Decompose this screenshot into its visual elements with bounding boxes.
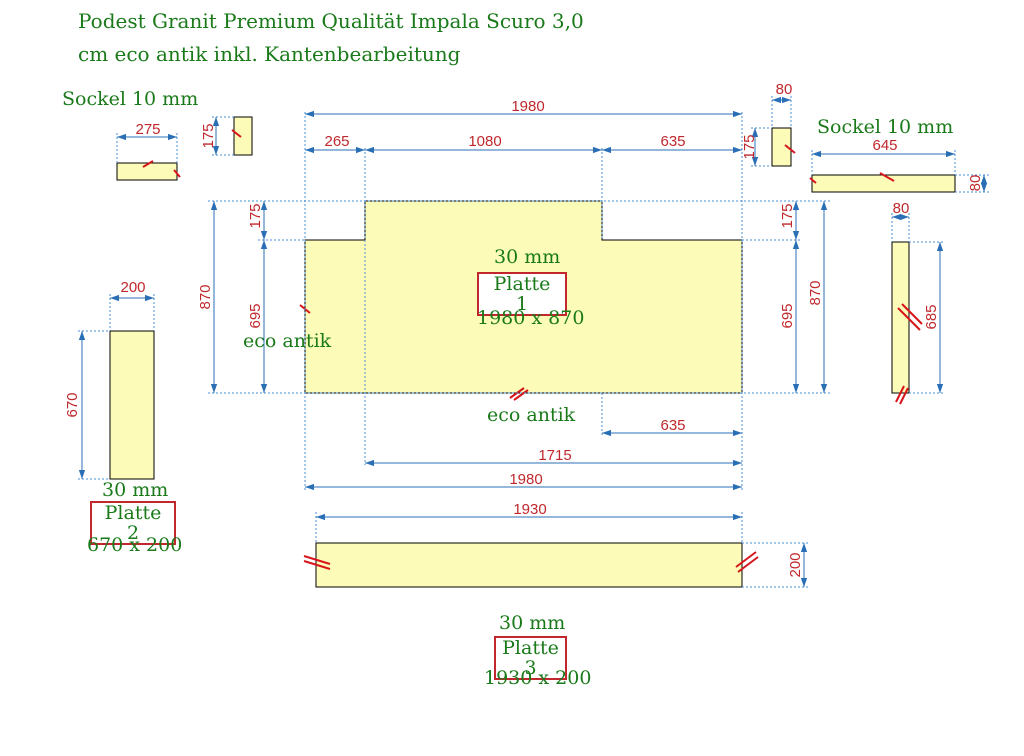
platte3-thickness: 30 mm [499,612,566,634]
sockel-left-width-dim: 275 [135,121,160,138]
sockel-right-label: Sockel 10 mm [817,116,954,138]
platte1-size: 1980 x 870 [477,307,585,329]
sockel-left-label: Sockel 10 mm [62,88,199,110]
dim-bottom-mid: 1715 [538,447,571,464]
sockel-right-piece-width-dim: 80 [776,81,793,98]
sockel-right-post-height-dim: 685 [923,304,940,329]
dim-left-inner: 695 [247,303,264,328]
dim-right-notch: 175 [779,203,796,228]
platte2-height-dim: 670 [64,392,81,417]
sockel-left-height-dim: 175 [200,123,217,148]
platte2-width-dim: 200 [120,279,145,296]
sockel-right-height-dim: 80 [967,175,984,192]
platte1-edge-left-label: eco antik [243,330,332,352]
platte1-dimension-lines [210,110,828,491]
dim-top-mid: 1080 [468,133,501,150]
sockel-right-piece-height-dim: 175 [741,134,758,159]
sockel-left-piece [233,116,253,156]
dim-bottom-total: 1980 [509,471,542,488]
dim-top-right: 635 [660,133,685,150]
dim-right-outer: 870 [807,280,824,305]
platte1-edge-bottom-label: eco antik [487,404,576,426]
dim-top-left: 265 [324,133,349,150]
platte2-name-box: Platte 2 [90,501,176,545]
dim-right-inner: 695 [779,303,796,328]
platte3-width-dim: 1930 [513,501,546,518]
sockel-left-strip [116,162,178,181]
title-line-1: Podest Granit Premium Qualität Impala Sc… [78,9,584,33]
sockel-right-length-dim: 645 [872,137,897,154]
platte1-name-box: Platte 1 [477,272,567,316]
sockel-right-piece [771,127,792,167]
platte2-shape [109,330,155,480]
dim-bottom-right: 635 [660,417,685,434]
sockel-right-strip [811,174,956,193]
title-line-2: cm eco antik inkl. Kantenbearbeitung [78,42,461,66]
platte1-thickness: 30 mm [494,246,561,268]
platte3-size: 1930 x 200 [484,667,592,689]
platte1-extension-lines [208,112,830,490]
platte3-shape [315,542,743,588]
dim-left-notch: 175 [247,203,264,228]
platte3-name-box: Platte 3 [494,636,567,680]
platte2-thickness: 30 mm [102,479,169,501]
dim-top-total: 1980 [511,98,544,115]
dim-left-outer: 870 [197,284,214,309]
platte2-size: 670 x 200 [87,534,183,556]
platte3-height-dim: 200 [787,552,804,577]
sockel-right-post-width-dim: 80 [893,200,910,217]
